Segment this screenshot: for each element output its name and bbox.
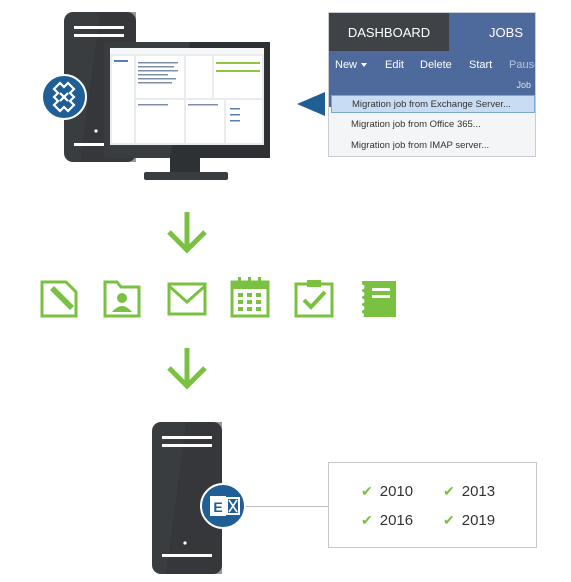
svg-text:E: E bbox=[213, 499, 222, 515]
menu-item-imap-migration[interactable]: Migration job from IMAP server... bbox=[351, 140, 490, 151]
version-item: ✔2019 bbox=[443, 512, 496, 529]
connector-line bbox=[246, 506, 328, 507]
migration-menu-panel: DASHBOARD JOBS New Edit Delete Start Pau… bbox=[328, 12, 536, 157]
check-icon: ✔ bbox=[361, 483, 373, 499]
note-icon bbox=[40, 280, 78, 318]
down-arrow-icon bbox=[167, 348, 207, 390]
start-button[interactable]: Start bbox=[469, 59, 493, 71]
check-icon: ✔ bbox=[443, 483, 455, 499]
mail-icon bbox=[167, 282, 207, 316]
calendar-icon bbox=[230, 277, 270, 318]
tab-dashboard[interactable]: DASHBOARD bbox=[329, 13, 449, 51]
version-item: ✔2010 bbox=[361, 483, 414, 500]
version-item: ✔2016 bbox=[361, 512, 414, 529]
caret-down-icon bbox=[361, 63, 368, 68]
new-job-dropdown: Migration job from Exchange Server... Mi… bbox=[329, 95, 535, 156]
source-monitor bbox=[104, 42, 270, 180]
menu-item-exchange-migration[interactable]: Migration job from Exchange Server... bbox=[331, 95, 535, 113]
delete-button[interactable]: Delete bbox=[420, 59, 452, 71]
notebook-icon bbox=[359, 281, 396, 317]
exchange-server-badge-icon: E bbox=[200, 483, 246, 529]
source-computer bbox=[41, 12, 270, 180]
supported-versions-box: ✔2010 ✔2013 ✔2016 ✔2019 bbox=[328, 462, 537, 548]
contact-icon bbox=[103, 280, 141, 318]
pause-button[interactable]: Pause bbox=[509, 59, 535, 71]
check-icon: ✔ bbox=[361, 512, 373, 528]
check-icon: ✔ bbox=[443, 512, 455, 528]
menu-item-office365-migration[interactable]: Migration job from Office 365... bbox=[351, 119, 481, 130]
callout-pointer bbox=[297, 92, 325, 116]
new-button[interactable]: New bbox=[335, 59, 368, 71]
tab-jobs[interactable]: JOBS bbox=[449, 13, 535, 51]
edit-button[interactable]: Edit bbox=[385, 59, 404, 71]
toolbar-group-label: Job bbox=[516, 80, 531, 90]
target-server-tower: E bbox=[152, 422, 246, 574]
exchange-badge-icon bbox=[41, 74, 87, 120]
version-item: ✔2013 bbox=[443, 483, 496, 500]
down-arrow-icon bbox=[167, 212, 207, 254]
task-icon bbox=[294, 280, 334, 318]
